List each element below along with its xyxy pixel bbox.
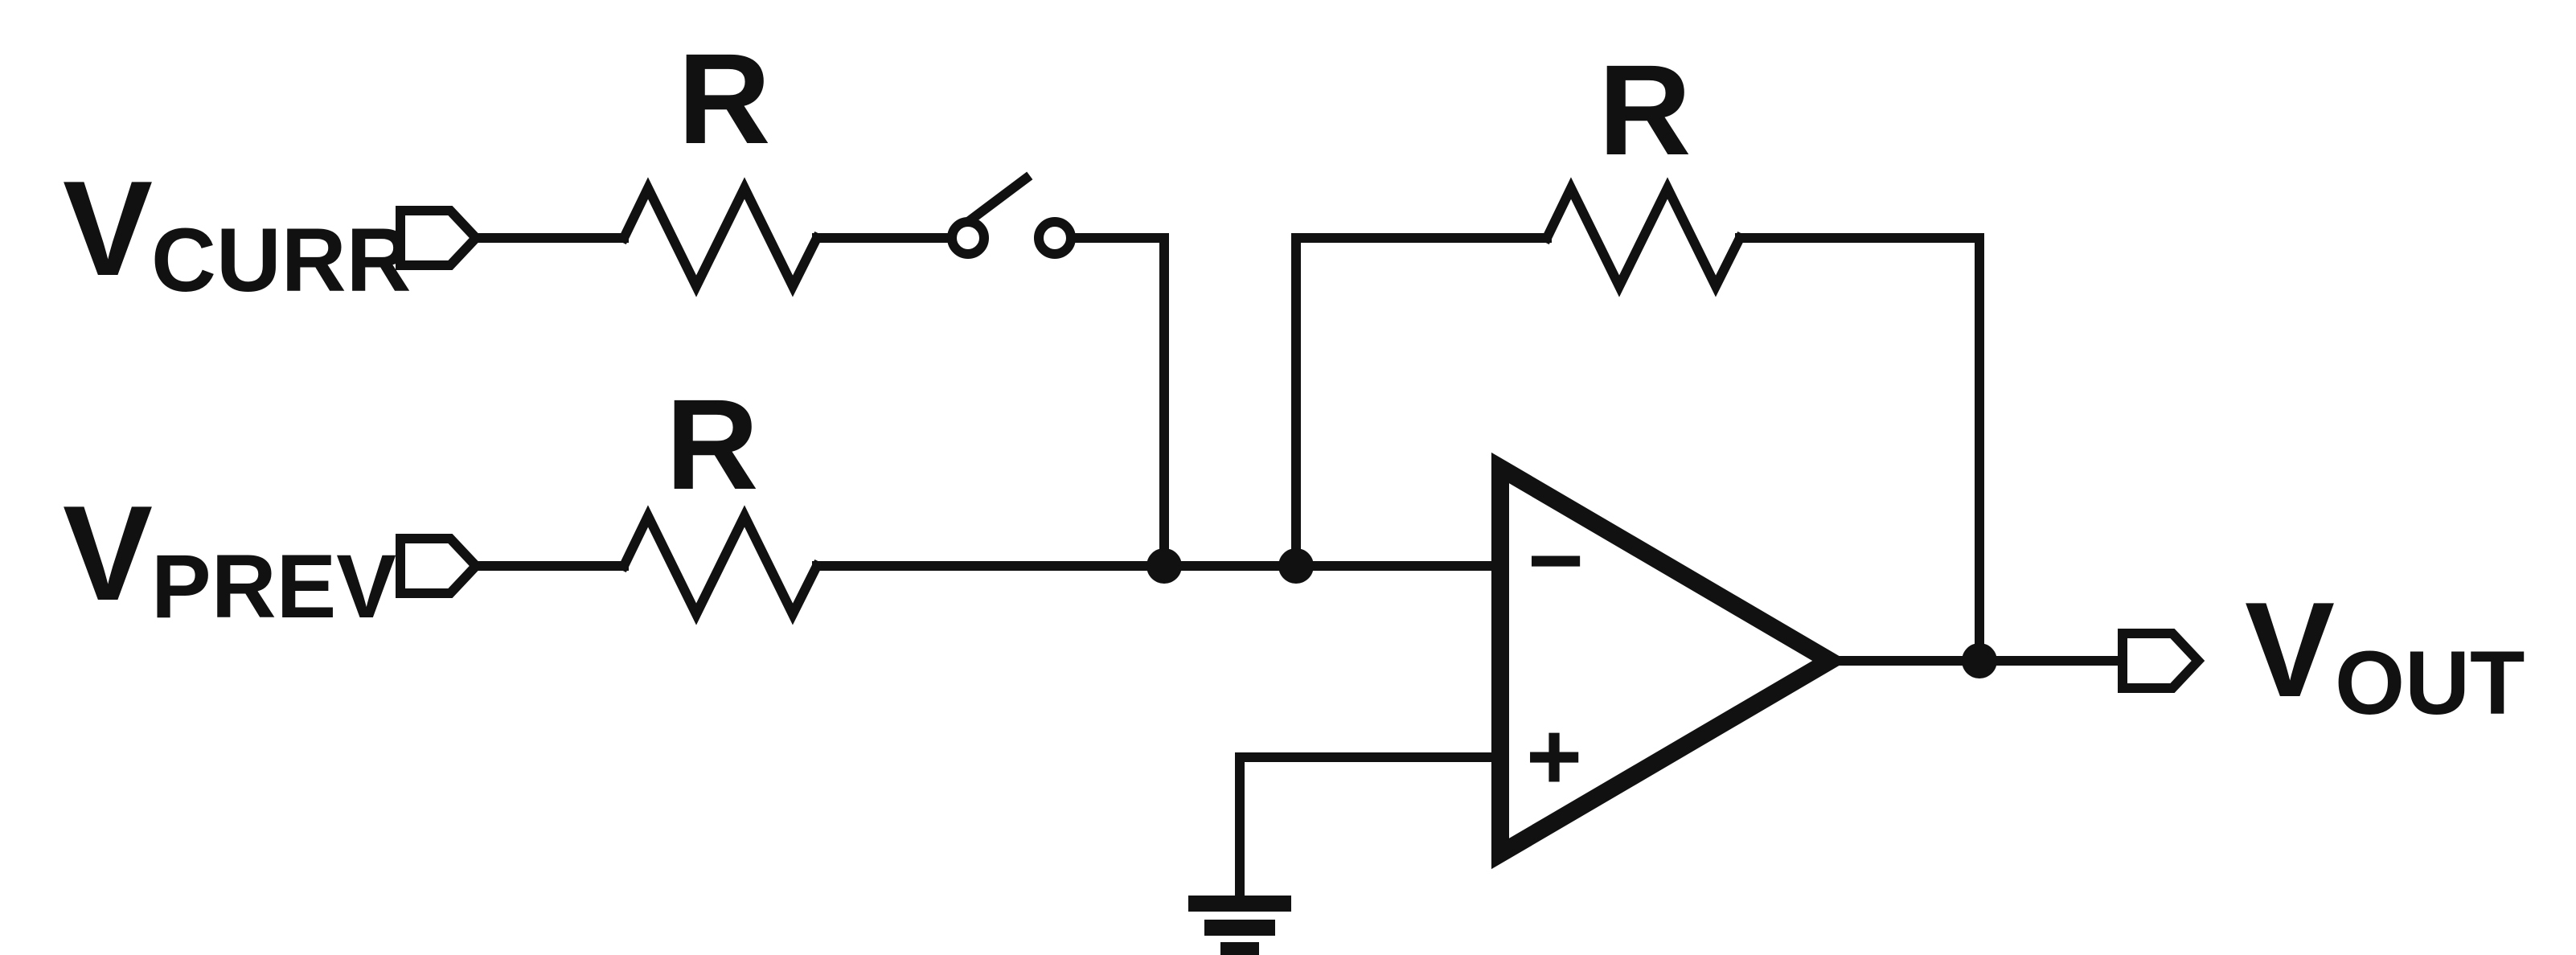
ground-bar-2	[1204, 920, 1275, 936]
switch-contact-left	[947, 217, 989, 259]
input-label-vprev-main: V	[63, 478, 153, 629]
output-label-vout: V OUT	[2245, 574, 2525, 733]
junction-node-2	[1278, 548, 1314, 584]
wire-switch-to-node	[1066, 233, 1169, 571]
output-label-vout-sub: OUT	[2335, 633, 2525, 733]
junction-node-output	[1962, 643, 1997, 678]
output-label-vout-main: V	[2245, 574, 2335, 725]
opamp: − +	[1491, 452, 1848, 870]
resistor-r-curr	[617, 177, 824, 297]
junction-node-1	[1146, 548, 1182, 584]
wire-noninverting-to-ground	[1235, 752, 1497, 904]
switch-blade	[961, 171, 1033, 229]
input-label-vcurr: V CURR	[63, 153, 412, 310]
resistor-r-curr-label: R	[678, 27, 771, 170]
input-label-vcurr-main: V	[63, 153, 153, 304]
input-label-vcurr-sub: CURR	[151, 210, 412, 310]
switch	[947, 171, 1076, 259]
input-port-vprev	[396, 534, 483, 598]
resistor-r-prev-label: R	[666, 372, 759, 516]
output-port-vout	[2118, 629, 2205, 693]
input-port-vcurr	[396, 206, 483, 270]
ground-bar-1	[1188, 896, 1291, 912]
ground-icon	[1188, 896, 1291, 955]
resistor-r-feedback-label: R	[1598, 38, 1692, 182]
input-label-vprev: V PREV	[63, 478, 396, 637]
wire-feedback-right	[1735, 233, 1984, 666]
wire-feedback-left	[1291, 233, 1552, 571]
resistor-r-prev	[617, 505, 824, 625]
opamp-noninverting-sign: +	[1526, 703, 1582, 810]
resistor-r-feedback	[1540, 177, 1747, 297]
ground-bar-3	[1220, 942, 1259, 955]
opamp-triangle	[1491, 452, 1848, 870]
input-label-vprev-sub: PREV	[151, 536, 396, 637]
opamp-inverting-sign: −	[1528, 506, 1584, 614]
